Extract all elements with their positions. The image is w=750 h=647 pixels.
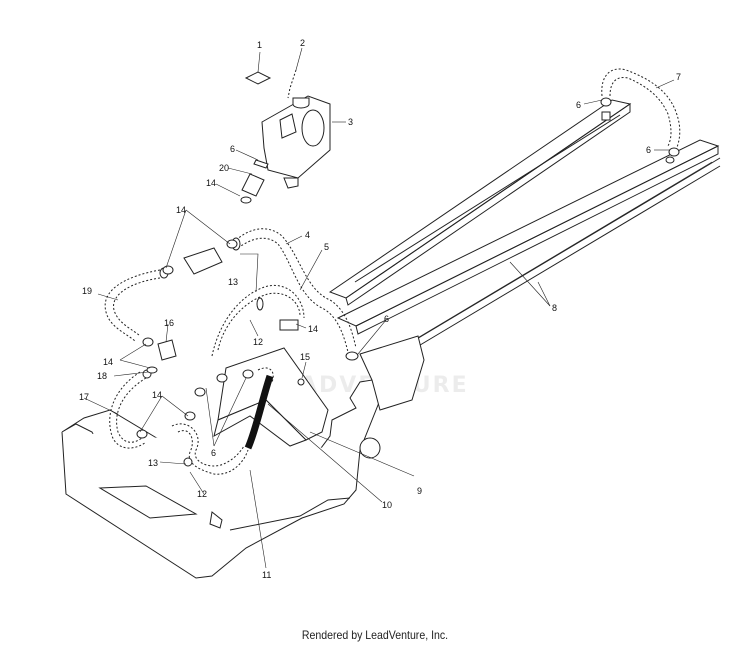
callout-13a: 13 <box>228 277 238 287</box>
bulkhead-pan <box>61 335 425 579</box>
callout-5: 5 <box>324 242 329 252</box>
callout-2: 2 <box>300 38 305 48</box>
callout-17: 17 <box>79 392 89 402</box>
callout-numbers: 1 2 3 4 5 6 6 6 6 6 7 8 9 10 11 12 12 13… <box>79 38 681 580</box>
hose-19 <box>104 267 169 343</box>
hose-4 <box>231 228 359 361</box>
callout-3: 3 <box>348 117 353 127</box>
callout-14e: 14 <box>152 390 162 400</box>
callout-7: 7 <box>676 72 681 82</box>
hose-5 <box>211 284 305 357</box>
callout-6d: 6 <box>384 314 389 324</box>
tank-cap <box>244 69 297 99</box>
callout-9: 9 <box>417 486 422 496</box>
callout-12a: 12 <box>253 337 263 347</box>
tunnel-rails <box>328 99 721 361</box>
callout-14d: 14 <box>103 357 113 367</box>
callout-14c: 14 <box>308 324 318 334</box>
leader-lines <box>83 47 675 569</box>
hose-7 <box>600 68 681 157</box>
callout-8: 8 <box>552 303 557 313</box>
callout-6e: 6 <box>211 448 216 458</box>
heat-exchanger-plate <box>213 347 329 447</box>
callout-6c: 6 <box>646 145 651 155</box>
callout-10: 10 <box>382 500 392 510</box>
footer-credit: Rendered by LeadVenture, Inc. <box>301 628 449 642</box>
callout-11: 11 <box>262 570 271 580</box>
upper-hose-group <box>240 159 269 204</box>
callout-1: 1 <box>257 40 262 50</box>
callout-14a: 14 <box>206 178 216 188</box>
callout-6a: 6 <box>230 144 235 154</box>
hose-11 <box>171 367 274 475</box>
callout-15: 15 <box>300 352 310 362</box>
callout-14b: 14 <box>176 205 186 215</box>
small-fittings <box>136 156 675 467</box>
coolant-tank <box>261 95 331 189</box>
callout-18: 18 <box>97 371 107 381</box>
callout-4: 4 <box>305 230 310 240</box>
callout-13b: 13 <box>148 458 158 468</box>
callout-19: 19 <box>82 286 92 296</box>
callout-20: 20 <box>219 163 229 173</box>
callout-16: 16 <box>164 318 174 328</box>
callout-6b: 6 <box>576 100 581 110</box>
callout-12b: 12 <box>197 489 207 499</box>
